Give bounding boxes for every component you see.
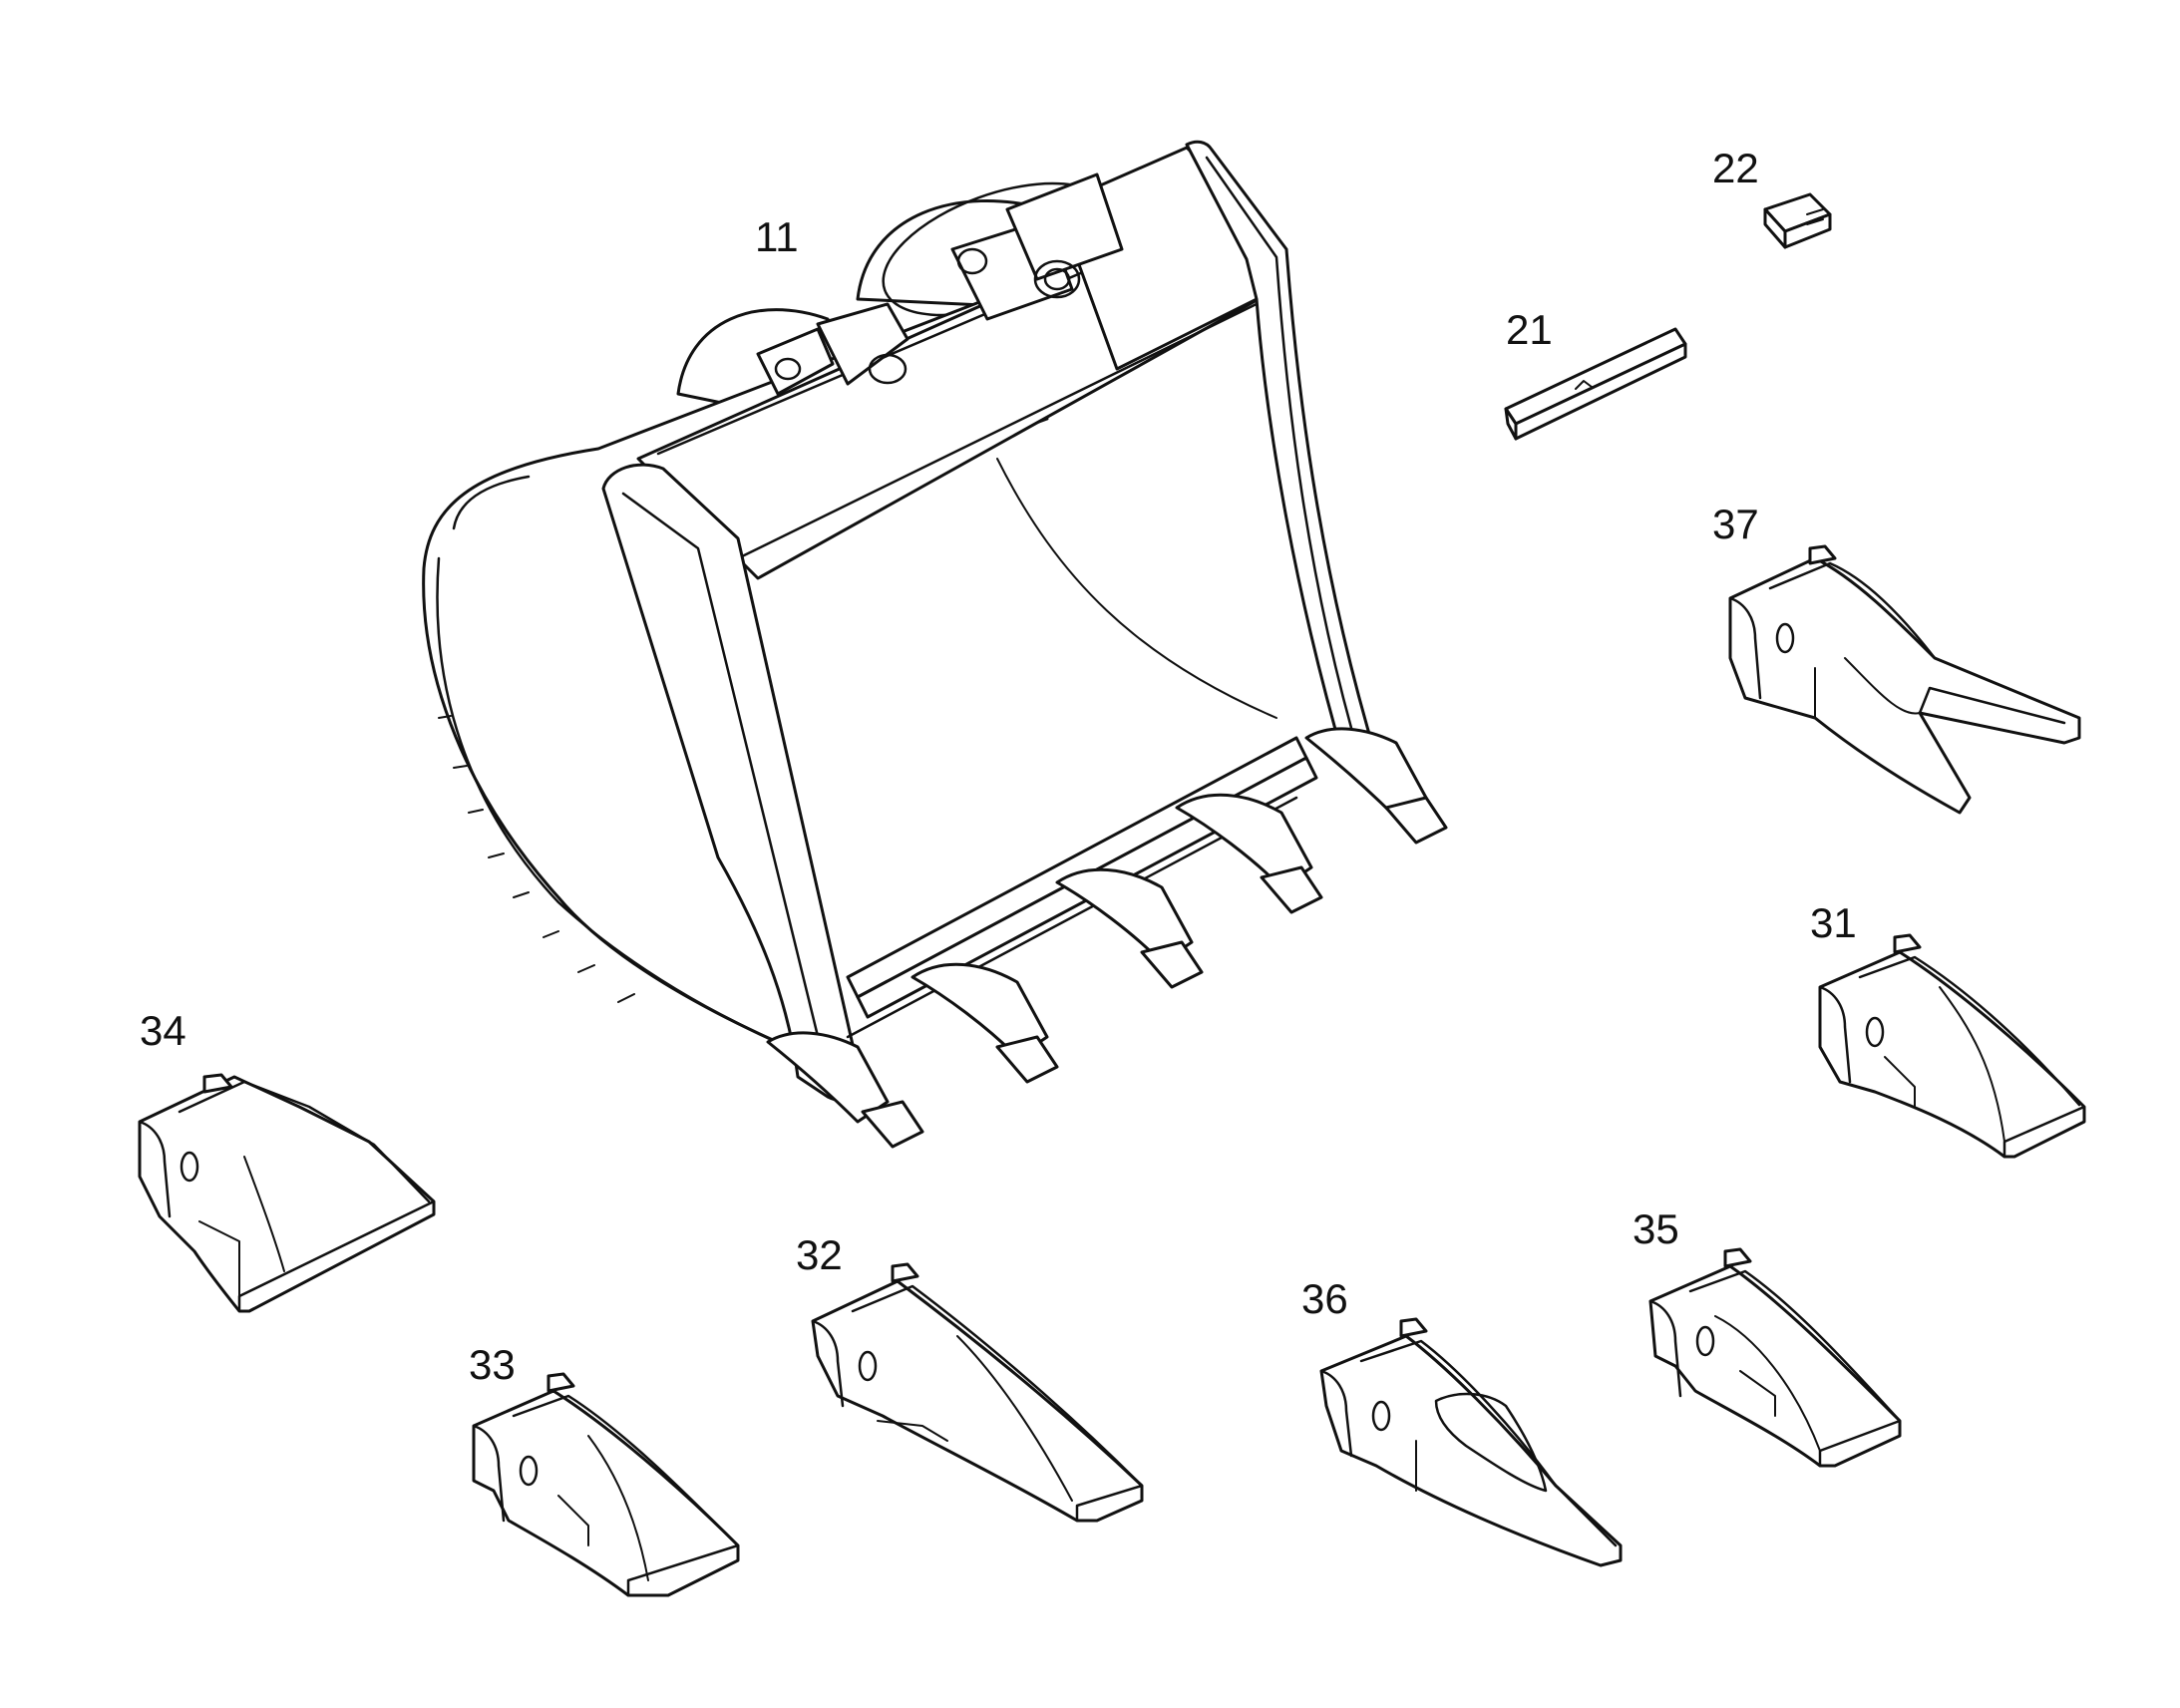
tooth-36-drawing xyxy=(1319,1317,1623,1567)
callout-tooth-36: 36 xyxy=(1301,1275,1348,1322)
callout-bucket: 11 xyxy=(755,213,799,260)
callout-tooth-32: 32 xyxy=(796,1231,843,1278)
callout-tooth-37: 37 xyxy=(1712,501,1759,547)
tooth-35-drawing xyxy=(1648,1247,1902,1468)
callout-tooth-34: 34 xyxy=(140,1007,186,1054)
tooth-34-drawing xyxy=(138,1073,436,1313)
callout-tooth-35: 35 xyxy=(1633,1205,1679,1252)
callout-tooth-33: 33 xyxy=(469,1341,516,1388)
callout-pin: 21 xyxy=(1506,306,1553,353)
pin-drawing xyxy=(1504,327,1687,441)
tooth-37-drawing xyxy=(1728,544,2081,815)
callout-tooth-31: 31 xyxy=(1810,899,1857,946)
tooth-31-drawing xyxy=(1818,933,2086,1159)
callout-lock: 22 xyxy=(1712,145,1759,191)
tooth-32-drawing xyxy=(811,1262,1144,1523)
bucket-drawing xyxy=(422,140,1448,1149)
lock-drawing xyxy=(1763,192,1832,249)
tooth-33-drawing xyxy=(472,1372,740,1597)
